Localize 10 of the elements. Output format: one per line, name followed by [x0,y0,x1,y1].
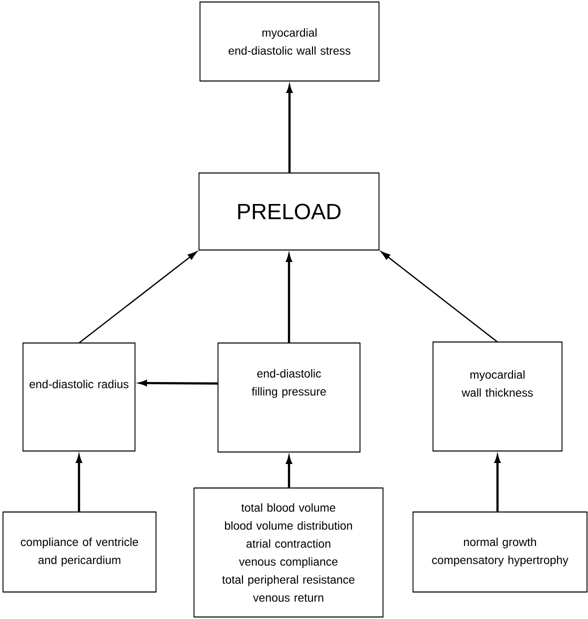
concept-box: myocardial wall thickness [432,342,562,452]
concept-box: end-diastolic filling pressure [218,342,360,452]
concept-box: myocardial end-diastolic wall stress [200,2,380,82]
concept-box: normal growth compensatory hypertrophy [412,512,588,592]
concept-box: end-diastolic radius [22,342,136,452]
concept-box: compliance of ventricle and pericardium [2,512,156,592]
arrow [380,251,498,342]
concept-box: total blood volume blood volume distribution atrial contraction venous compliance total peripheral resistance venous return [194,488,384,618]
arrow [78,251,198,344]
concept-box: PRELOAD [198,172,380,250]
